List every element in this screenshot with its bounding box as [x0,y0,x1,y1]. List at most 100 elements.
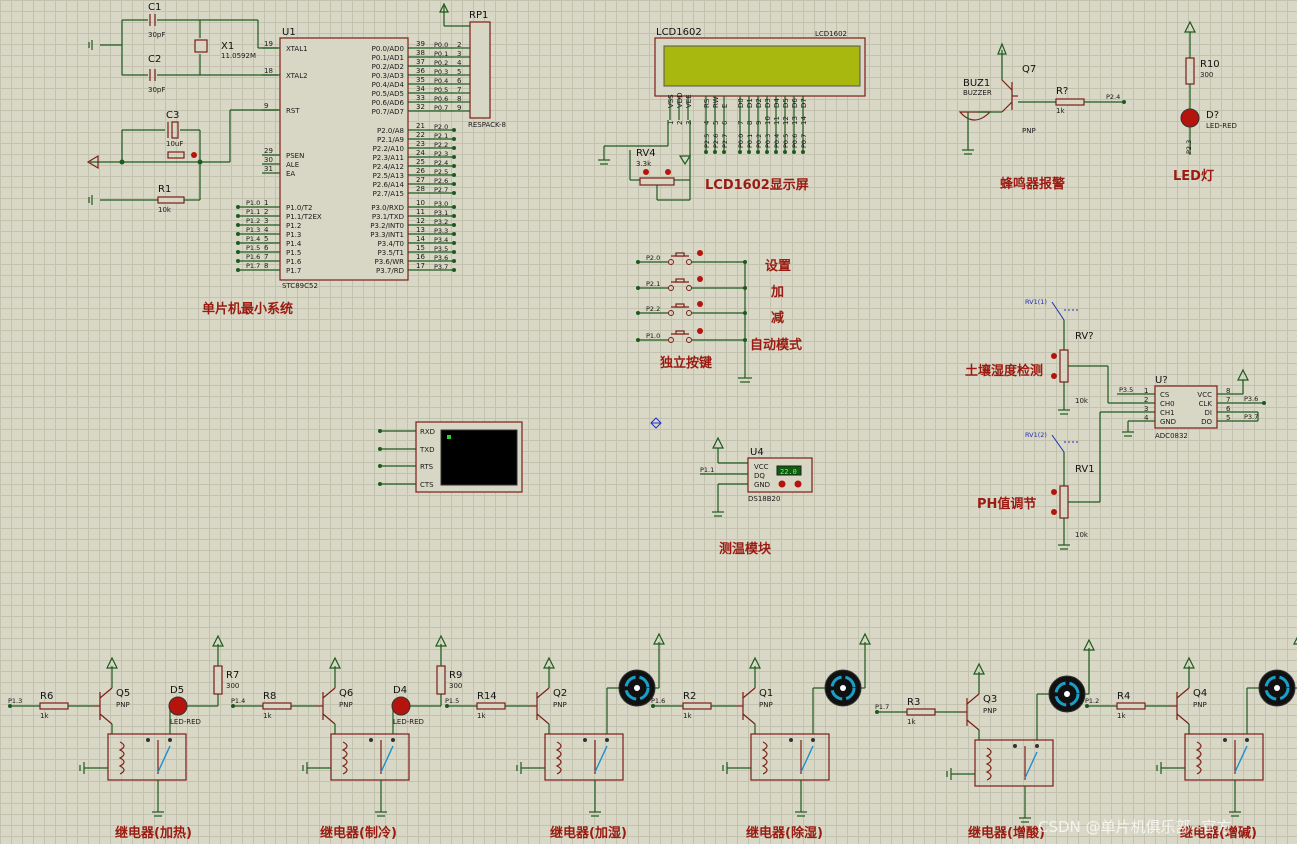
mcu-pin-label: P2.7/A15 [373,190,404,198]
adc-ref: U? [1155,375,1168,386]
svg-text:GND: GND [754,481,770,489]
lcd-pin-label: D4 [773,98,781,108]
terminal-screen[interactable] [440,429,518,486]
mcu-net-label: P0.7 [434,104,448,112]
lcd-net-label: P0.6 [791,134,799,148]
mcu-pin-number: 15 [416,244,425,252]
adc-pin-number: 2 [1144,396,1148,404]
mcu-net-label: P1.7 [246,262,260,270]
relay-resistor-ref: R2 [683,691,696,702]
adc-pin-label: CH0 [1160,400,1175,408]
lcd-pin-label: D1 [746,98,754,108]
rp1-ref: RP1 [469,10,488,21]
mcu-pin-label: P1.4 [286,240,302,248]
relay-net-label: P1.6 [651,697,665,705]
mcu-pin-number: 19 [264,40,273,48]
mcu-net-label: P3.1 [434,209,448,217]
mcu-net-label: P0.1 [434,50,448,58]
lcd-pin-number: 7 [737,121,745,125]
mcu-pin-label: P2.3/A11 [373,154,404,162]
lcd-section-label: LCD1602显示屏 [705,178,809,193]
mcu-left-pins: 19XTAL118XTAL29RST29PSEN30ALE31EA1P1.0/T… [236,40,322,275]
mcu-net-label: P0.3 [434,68,448,76]
respack-pin: 4 [457,59,462,67]
mcu-pin-number: 22 [416,131,425,139]
led-section: R10 300 D? LED-RED P2.3 LED灯 [1173,20,1237,184]
relay-resistor-ref: R8 [263,691,276,702]
mcu-pin-label: P0.4/AD4 [372,81,405,89]
mcu-net-label: P1.0 [246,199,260,207]
lcd-pin-number: 3 [685,121,693,125]
relay-transistor-ref: Q4 [1193,688,1207,699]
mcu-pin-number: 8 [264,262,268,270]
relay-label: 继电器(加热) [115,825,192,841]
mcu-pin-label: P3.0/RXD [371,204,404,212]
relay-label: 继电器(加湿) [550,825,627,841]
adc-pin-number: 1 [1144,387,1148,395]
respack[interactable] [469,21,491,119]
relay-net-label: P1.2 [1085,697,1099,705]
mcu-pin-number: 5 [264,235,268,243]
respack-pin: 8 [457,95,461,103]
lcd-screen[interactable] [663,45,861,87]
rv1-value: 10k [1075,531,1089,539]
lcd-pin-number: 4 [703,120,711,125]
mcu-pin-number: 36 [416,67,425,75]
lcd-net-label: P0.3 [764,134,772,148]
mcu-pin-label: P2.0/A8 [377,127,404,135]
adc-pin-label: GND [1160,418,1176,426]
lcd-pins: VSS1VDD2VEE3RS4P2.5RW5P2.6E6P2.7D07P0.0D… [667,92,808,154]
mcu-pin-label: P0.2/AD2 [372,63,404,71]
relay-label: 继电器(除湿) [746,825,823,841]
ph-section-label: PH值调节 [977,496,1036,512]
adc-chip[interactable] [1154,385,1218,429]
relay-net-label: P1.3 [8,697,22,705]
mcu-net-label: P2.4 [434,159,448,167]
relay-resistor-ref: R4 [1117,691,1130,702]
key-net-label: P1.0 [646,332,660,340]
mcu-pin-label: P1.0/T2 [286,204,312,212]
relay-resistor-ref: R3 [907,697,920,708]
mcu-net-label: P0.2 [434,59,448,67]
c2-value: 30pF [148,86,165,94]
relay-transistor-ref: Q2 [553,688,567,699]
mcu-net-label: P0.0 [434,41,448,49]
mcu-pin-label: P1.2 [286,222,301,230]
buzzer-part: BUZZER [963,89,992,97]
mcu-pin-label: P0.1/AD1 [372,54,404,62]
lcd-pin-number: 13 [791,116,799,125]
mcu-pin-number: 16 [416,253,425,261]
rq-value: 1k [1056,107,1065,115]
lcd-pin-number: 11 [773,116,781,125]
relay-label: 继电器(增酸) [968,825,1045,841]
mcu-net-label: P3.4 [434,236,448,244]
lcd-net-label: P0.7 [800,134,808,148]
relay-transistor-type: PNP [1193,701,1207,709]
temp-section-label: 测温模块 [719,541,772,557]
adc-pin-label: DO [1201,418,1212,426]
lcd-pin-label: D5 [782,98,790,108]
mcu-pin-label: EA [286,170,295,178]
mcu-net-label: P1.1 [246,208,260,216]
relay-resistor-value: 1k [907,718,916,726]
terminal-pin-label: CTS [420,481,434,489]
lcd-pin-number: 12 [782,116,790,125]
mcu-pin-label: P1.1/T2EX [286,213,322,221]
rv1-ref: RV1 [1075,464,1095,475]
r1-value: 10k [158,206,172,214]
mcu-pin-number: 12 [416,217,425,225]
rv1-2-tag: RV1(2) [1025,431,1047,439]
mcu-pin-label: P3.5/T1 [378,249,404,257]
relay-transistor-type: PNP [759,701,773,709]
mcu-chip[interactable] [279,37,409,281]
c1-ref: C1 [148,2,161,13]
rvq-value: 10k [1075,397,1089,405]
relay-resistor-value: 1k [40,712,49,720]
adc-pin-number: 3 [1144,405,1148,413]
lcd-pin-label: D6 [791,98,799,108]
rv1-1-tag: RV1(1) [1025,298,1047,306]
